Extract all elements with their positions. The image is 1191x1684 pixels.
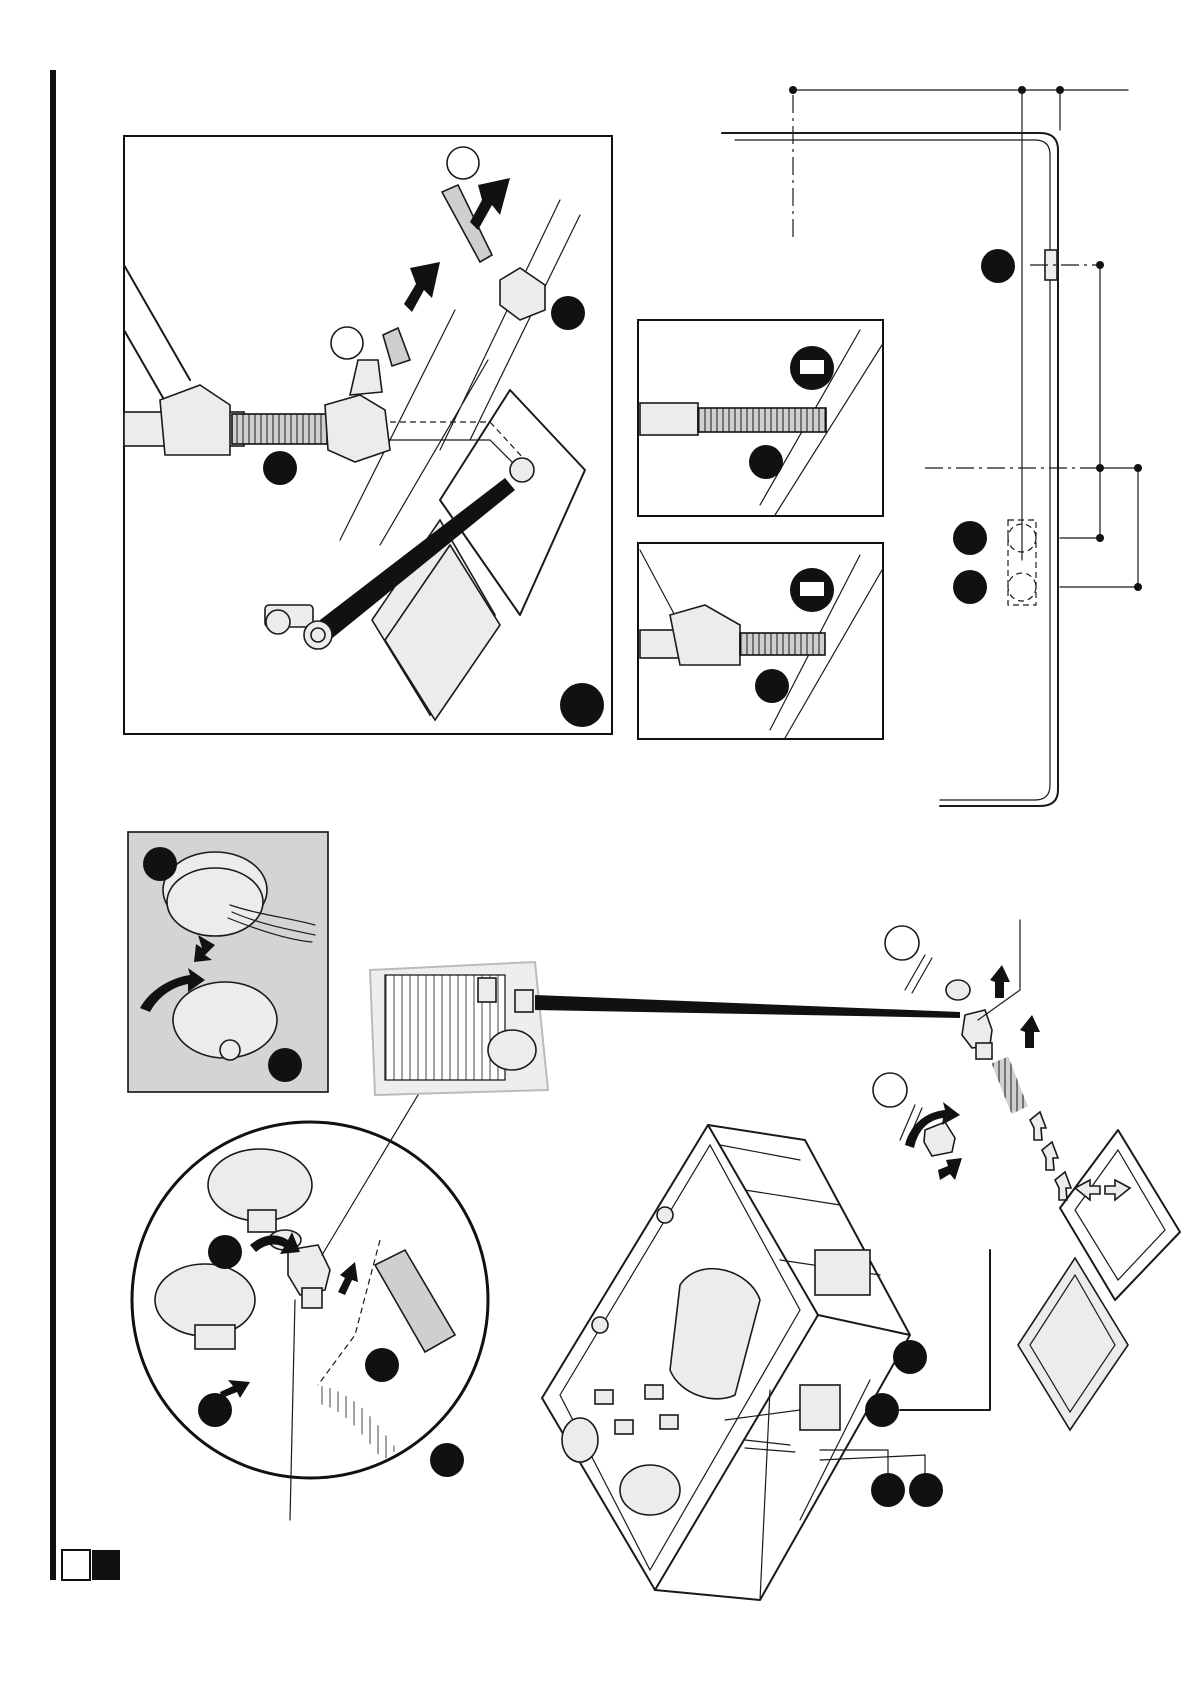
panel-pipe-assembly — [124, 136, 612, 734]
callout-h — [953, 570, 987, 604]
callout-open-2 — [331, 327, 363, 359]
callout-open-3 — [885, 926, 919, 960]
wall-outlet — [510, 458, 534, 482]
bathtub-frame — [542, 1125, 990, 1600]
kit-fitting — [515, 990, 533, 1012]
valve-symbol-handle — [800, 360, 824, 374]
parts-kit-bag — [370, 962, 960, 1095]
arrow-icon — [990, 965, 1010, 998]
dimension-point — [1134, 464, 1142, 472]
threaded-stub — [248, 1210, 276, 1232]
panel-filter-cap — [128, 832, 328, 1092]
arrow-icon — [938, 1158, 962, 1180]
adapter-thread — [302, 1288, 322, 1308]
page-marker-empty-square — [62, 1550, 90, 1580]
callout-open-4 — [873, 1073, 907, 1107]
panel-hose-detail-bottom — [638, 543, 883, 739]
dimension-point — [1096, 534, 1104, 542]
cap-collar — [195, 1325, 235, 1349]
callout-f — [981, 249, 1015, 283]
callout-m — [198, 1393, 232, 1427]
filter-cap-outlet — [220, 1040, 240, 1060]
drain-bowl-left — [562, 1418, 598, 1462]
flow-arrow-open — [1030, 1112, 1046, 1140]
braided-hose — [1000, 1060, 1020, 1110]
access-cover-panel — [1018, 1258, 1128, 1430]
callout-e — [755, 669, 789, 703]
jet-nozzle — [595, 1390, 613, 1404]
supply-pipes — [745, 1440, 795, 1452]
hose-coupling — [640, 403, 698, 435]
corrugated-hose — [698, 408, 826, 432]
callout-b — [263, 451, 297, 485]
callout-k — [208, 1235, 242, 1269]
wall-plane-lines — [900, 955, 932, 1143]
flow-arrow-open — [1105, 1180, 1130, 1200]
dimension-point — [789, 86, 797, 94]
arrow-icon — [1020, 1015, 1040, 1048]
callout-q — [871, 1473, 905, 1507]
extension-lines — [1022, 90, 1060, 560]
kit-fitting — [478, 978, 496, 1002]
dimension-point — [1134, 583, 1142, 591]
callout-o — [893, 1340, 927, 1374]
tub-basin — [670, 1269, 760, 1399]
fitting-thread — [976, 1043, 992, 1059]
callout-r — [909, 1473, 943, 1507]
callout-j — [268, 1048, 302, 1082]
fitting-nut-upper — [946, 980, 970, 1000]
corrugated-hose — [232, 414, 327, 444]
page-marker-filled-square — [92, 1550, 120, 1580]
leader-to-callouts-bottom — [820, 1450, 925, 1475]
control-box — [815, 1250, 870, 1295]
jet-nozzle — [615, 1420, 633, 1434]
flow-arrow-open — [1042, 1142, 1058, 1170]
frame-members — [720, 1145, 880, 1600]
callout-i — [143, 847, 177, 881]
callout-p — [865, 1393, 899, 1427]
corrugated-hose — [740, 633, 825, 655]
leader-cone — [535, 995, 960, 1018]
callout-g — [953, 521, 987, 555]
kit-seal-cup — [488, 1030, 536, 1070]
jet-nozzle — [645, 1385, 663, 1399]
callout-d — [749, 445, 783, 479]
jet-nozzle — [592, 1317, 608, 1333]
fitting-rotate-cap — [924, 1122, 955, 1156]
drain-bowl — [620, 1465, 680, 1515]
callout-n — [430, 1443, 464, 1477]
drain-hole-lower — [1008, 573, 1036, 601]
callout-c — [560, 683, 604, 727]
callout-l — [365, 1348, 399, 1382]
valve-symbol-handle — [800, 582, 824, 596]
dimension-point — [1096, 261, 1104, 269]
callout-a — [551, 296, 585, 330]
panel-hose-detail-top — [638, 320, 883, 516]
margin-bar — [50, 70, 56, 1580]
pump-unit — [800, 1385, 840, 1430]
jet-nozzle — [657, 1207, 673, 1223]
jet-nozzle — [660, 1415, 678, 1429]
leader-to-callout — [900, 1250, 990, 1410]
page-marker — [62, 1550, 120, 1580]
dimension-point — [1096, 464, 1104, 472]
callout-open-1 — [447, 147, 479, 179]
